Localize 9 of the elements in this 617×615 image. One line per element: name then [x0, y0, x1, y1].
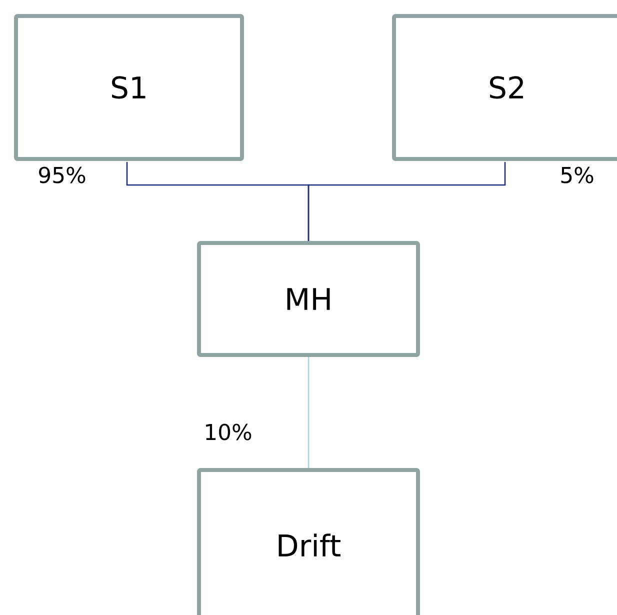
edge-label: 5% — [558, 166, 596, 184]
edge-label: 95% — [36, 166, 88, 184]
process-box: Drift — [197, 468, 420, 615]
edge-label: 10% — [202, 422, 254, 442]
process-box: S1 — [14, 14, 244, 161]
connector-line — [308, 357, 310, 468]
process-box: S2 — [392, 14, 617, 161]
connector-line — [308, 162, 506, 241]
process-box: MH — [197, 241, 420, 357]
